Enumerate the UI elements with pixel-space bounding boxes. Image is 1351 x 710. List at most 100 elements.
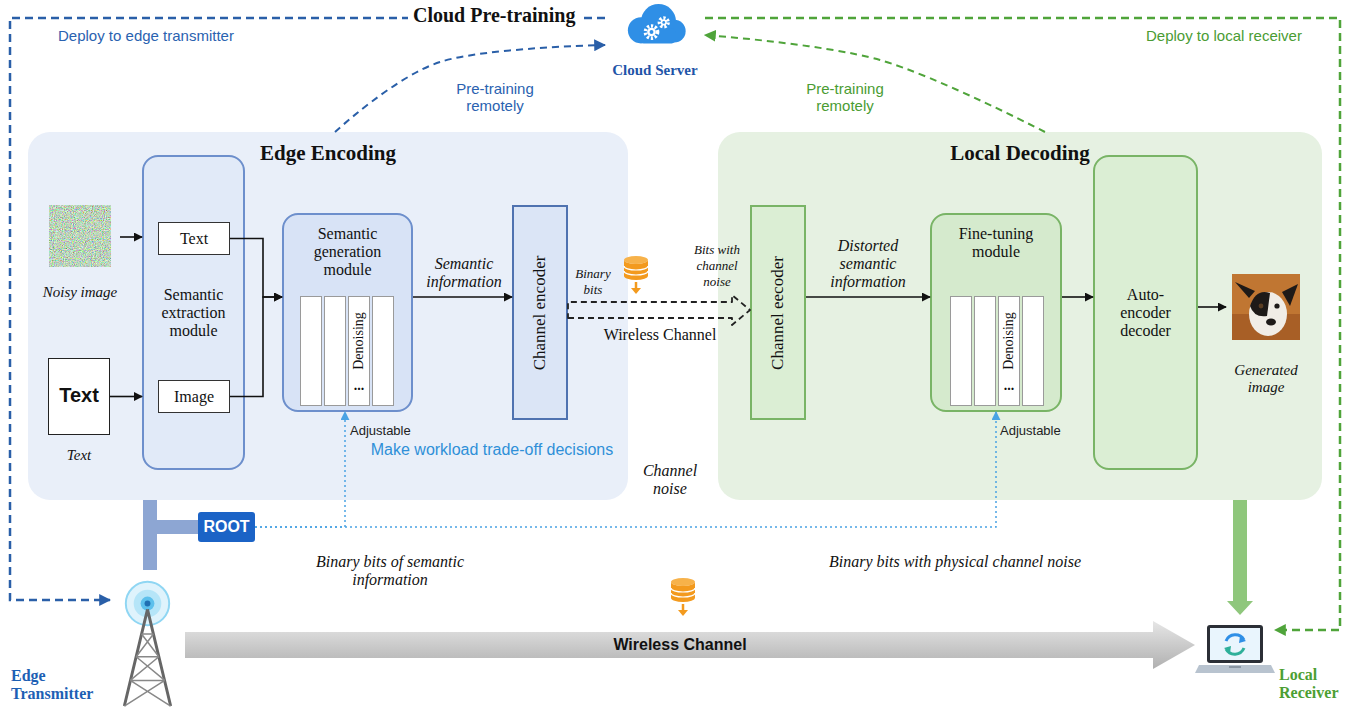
label-anchor: Pre-training remotely [440, 80, 550, 114]
annotation-label: Binary bits [568, 266, 618, 298]
node-text: Fine-tuning module [940, 225, 1052, 261]
denoising-layers [951, 297, 1044, 406]
arrow-connector [806, 296, 930, 298]
label-anchor: Channel noise [628, 462, 712, 498]
arrow-connector [1062, 296, 1093, 298]
connector-label: Pre-training remotely [440, 80, 550, 114]
dog-picture [1232, 274, 1300, 340]
connector-label: Deploy to edge transmitter [58, 27, 234, 44]
autoencoder-decoder: Auto-encoder decoder [1093, 155, 1198, 470]
label-anchor: Binary bits with physical channel noise [820, 553, 1090, 571]
label-anchor: Deploy to edge transmitter [58, 27, 234, 44]
node-text: ROOT [203, 518, 249, 536]
label-anchor: Pre-training remotely [790, 80, 900, 114]
node-text: Channel encoder [530, 255, 550, 370]
node-text: Local Decoding [950, 141, 1089, 166]
cloud-icon [628, 4, 686, 43]
physical-channel-arrow [185, 621, 1195, 669]
text-feature-box: Text [158, 222, 230, 255]
generated-image: Generated image [1226, 274, 1306, 396]
node-text: Edge Transmitter [11, 667, 106, 703]
label-anchor: Semantic information [418, 255, 510, 291]
text-input-box: TextText [48, 358, 110, 435]
laptop-icon [1195, 625, 1275, 673]
connector-label: Pre-training remotely [790, 80, 900, 114]
tower-icon [124, 582, 170, 706]
label-anchor: Wireless Channel [580, 636, 780, 654]
dog-picture [1232, 274, 1300, 340]
noise-picture [49, 205, 111, 267]
connector-label: Wireless Channel [590, 326, 730, 344]
root-controller: ROOT [198, 512, 255, 542]
semantic-generation-module: Semantic generation moduleDenoising... [282, 213, 413, 412]
denoising-layers [950, 296, 1044, 406]
annotation-label: Binary bits with physical channel noise [820, 553, 1090, 571]
annotation-label: Adjustable [1000, 423, 1061, 438]
node-text: Semantic generation module [292, 225, 404, 279]
node-text: Denoising [351, 312, 367, 370]
node-text: ... [1004, 379, 1015, 393]
uplink-bar [143, 500, 157, 570]
node-text: Auto-encoder decoder [1105, 286, 1187, 340]
node-text: Noisy image [43, 284, 118, 301]
connector-label: Distorted semantic information [810, 237, 926, 291]
node-text: Semantic extraction module [148, 286, 240, 340]
local-receiver: Local Receiver [1195, 615, 1275, 707]
denoising-layers [300, 296, 394, 406]
node-text: Text [67, 447, 91, 464]
laptop-icon [1195, 621, 1275, 691]
local-decoding-panel: Local DecodingChannel eecoder Fine-tuning… [718, 132, 1322, 500]
label-anchor: Adjustable [1000, 423, 1061, 438]
denoising-layers [301, 297, 394, 406]
channel-encoder: Channel encoder [512, 205, 568, 420]
node-text: Cloud Server [612, 62, 697, 79]
arrow-connector [110, 396, 142, 398]
router-icon [671, 578, 695, 616]
arrow-connector [120, 236, 142, 238]
channel-decoder: Channel eecoder [750, 205, 806, 420]
annotation-label: Binary bits of semantic information [290, 553, 490, 589]
label-anchor: Wireless Channel [590, 326, 730, 344]
node-text: Channel eecoder [768, 256, 788, 370]
cloud-server: Cloud Server [605, 0, 705, 82]
node-text: Image [174, 388, 214, 406]
node-text: Text [180, 230, 208, 248]
connector-label: Channel noise [628, 462, 712, 498]
node-text: ... [354, 379, 365, 393]
node-text: Denoising [1001, 312, 1017, 370]
label-anchor: Binary bits of semantic information [290, 553, 490, 589]
semantic-extraction-module: Semantic extraction module TextImage [142, 155, 245, 470]
connector-label: Semantic information [418, 255, 510, 291]
downlink-bar [1227, 500, 1253, 615]
image-feature-box: Image [158, 380, 230, 413]
diagram-title: Cloud Pre-training [408, 4, 580, 27]
noise-picture [49, 205, 111, 267]
edge-transmitter: Edge Transmitter [110, 570, 185, 708]
label-anchor: Bits with channel noise [686, 242, 748, 290]
connector-label: Deploy to local receiver [1146, 27, 1302, 44]
annotation-label: Adjustable [350, 423, 411, 438]
connector-label: Wireless Channel [580, 636, 780, 654]
connector-label: Make workload trade-off decisions [362, 441, 622, 459]
denoising-stack: Denoising... [300, 296, 394, 406]
annotation-label: Bits with channel noise [686, 242, 748, 290]
tower-icon [110, 570, 185, 708]
label-anchor: Adjustable [350, 423, 411, 438]
node-text: Text [59, 384, 99, 407]
arrow-connector [1198, 306, 1226, 308]
deploy-dashed-arrow [705, 18, 1340, 630]
pretraining-curve [335, 45, 605, 132]
root-link-bar [150, 520, 198, 534]
label-anchor: Deploy to local receiver [1146, 27, 1302, 44]
arrow-connector [413, 296, 512, 298]
denoising-stack: Denoising... [950, 296, 1044, 406]
node-text: Edge Encoding [260, 141, 396, 166]
pretraining-curve [705, 35, 1045, 132]
fine-tuning-module: Fine-tuning moduleDenoising... [930, 213, 1062, 412]
label-anchor: Distorted semantic information [810, 237, 926, 291]
node-text: Generated image [1227, 362, 1305, 396]
noisy-image: Noisy image [40, 205, 120, 301]
label-anchor: Binary bits [568, 266, 618, 298]
